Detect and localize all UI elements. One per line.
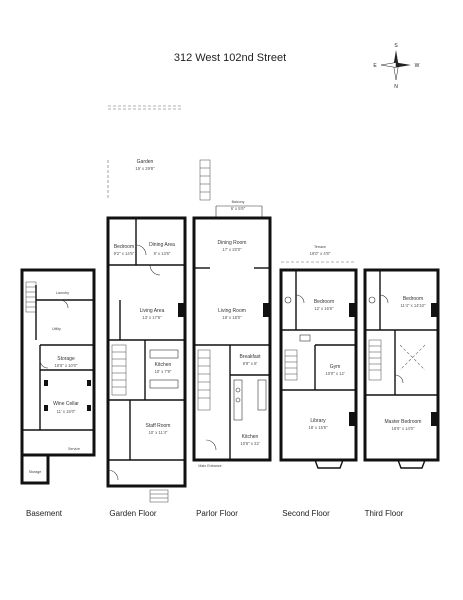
- third-room-master-bedroom: Master Bedroom: [385, 419, 422, 425]
- parlor-room-kitchen: Kitchen: [242, 434, 259, 440]
- garden-room-garden: Garden: [137, 159, 154, 165]
- parlor-floor-label: Parlor Floor: [196, 509, 238, 518]
- parlor-room-breakfast: Breakfast: [239, 354, 261, 360]
- second-room-library-dim: 18' x 15'6": [308, 425, 328, 430]
- second-room-gym: Gym: [330, 364, 341, 370]
- parlor-floor-plan: Balcony 6' x 5'6" Dining Room 17' x 20'0…: [192, 200, 272, 468]
- garden-room-garden-dim: 15' x 29'8": [135, 166, 155, 171]
- basement-room-storage-dim: 10'6" x 10'0": [55, 363, 78, 368]
- basement-room-wine-cellar-dim: 11' x 15'0": [57, 409, 76, 414]
- compass-south: S: [394, 43, 398, 49]
- second-room-bedroom: Bedroom: [314, 299, 334, 305]
- second-floor-plan: Terrace 16'0" x 4'8" Bedroom 12' x 16'6"…: [279, 245, 358, 469]
- garden-floor-label: Garden Floor: [109, 509, 156, 518]
- garden-room-staff-room: Staff Room: [146, 423, 171, 429]
- parlor-room-main-entrance: Main Entrance: [198, 464, 221, 468]
- garden-floor-plan: Garden 15' x 29'8" Bedroom 9'2" x 14'5" …: [106, 105, 211, 503]
- parlor-room-living-room: Living Room: [218, 308, 246, 314]
- third-room-bedroom-dim: 11'4" x 14'10": [401, 303, 426, 308]
- garden-room-staff-room-dim: 10' x 11'4": [149, 430, 168, 435]
- garden-room-bedroom: Bedroom: [114, 244, 134, 250]
- parlor-room-kitchen-dim: 10'6" x 22': [240, 441, 259, 446]
- second-room-gym-dim: 10'0" x 12': [325, 371, 344, 376]
- third-floor-plan: Bedroom 11'4" x 14'10" Master Bedroom 18…: [363, 268, 440, 469]
- page-title: 312 West 102nd Street: [174, 52, 286, 64]
- basement-room-laundry: Laundry: [56, 291, 69, 295]
- third-room-master-bedroom-dim: 18'6" x 14'0": [392, 426, 415, 431]
- second-room-terrace: Terrace: [314, 245, 326, 249]
- third-room-bedroom: Bedroom: [403, 296, 423, 302]
- parlor-room-dining-room-dim: 17' x 20'0": [222, 247, 242, 252]
- parlor-room-balcony: Balcony: [232, 200, 245, 204]
- compass-icon: S N E W: [373, 43, 419, 90]
- basement-room-wine-cellar: Wine Cellar: [53, 401, 79, 407]
- basement-room-service: Service: [68, 447, 80, 451]
- basement-room-storage-2: Storage: [29, 470, 42, 474]
- basement-plan: Laundry Utility Storage 10'6" x 10'0" Wi…: [20, 268, 96, 485]
- second-room-library: Library: [310, 418, 326, 424]
- garden-room-bedroom-dim: 9'2" x 14'5": [114, 251, 135, 256]
- second-room-terrace-dim: 16'0" x 4'8": [310, 251, 331, 256]
- garden-room-living-area: Living Area: [140, 308, 165, 314]
- second-room-bedroom-dim: 12' x 16'6": [314, 306, 334, 311]
- garden-room-kitchen-dim: 10' x 7'9": [155, 369, 172, 374]
- basement-room-storage: Storage: [57, 356, 75, 362]
- parlor-room-balcony-dim: 6' x 5'6": [231, 206, 246, 211]
- third-floor-label: Third Floor: [365, 509, 404, 518]
- parlor-room-dining-room: Dining Room: [218, 240, 247, 246]
- parlor-room-breakfast-dim: 6'9" x 8': [243, 361, 258, 366]
- compass-west: W: [415, 63, 420, 69]
- compass-north: N: [394, 84, 398, 90]
- garden-room-kitchen: Kitchen: [155, 362, 172, 368]
- parlor-room-living-room-dim: 18' x 18'0": [222, 315, 242, 320]
- basement-label: Basement: [26, 509, 63, 518]
- second-floor-label: Second Floor: [282, 509, 330, 518]
- garden-room-living-area-dim: 13' x 17'6": [142, 315, 162, 320]
- garden-room-dining-area-dim: 8' x 13'6": [154, 251, 171, 256]
- basement-room-utility: Utility: [52, 327, 61, 331]
- compass-east: E: [373, 63, 377, 69]
- garden-room-dining-area: Dining Area: [149, 242, 175, 248]
